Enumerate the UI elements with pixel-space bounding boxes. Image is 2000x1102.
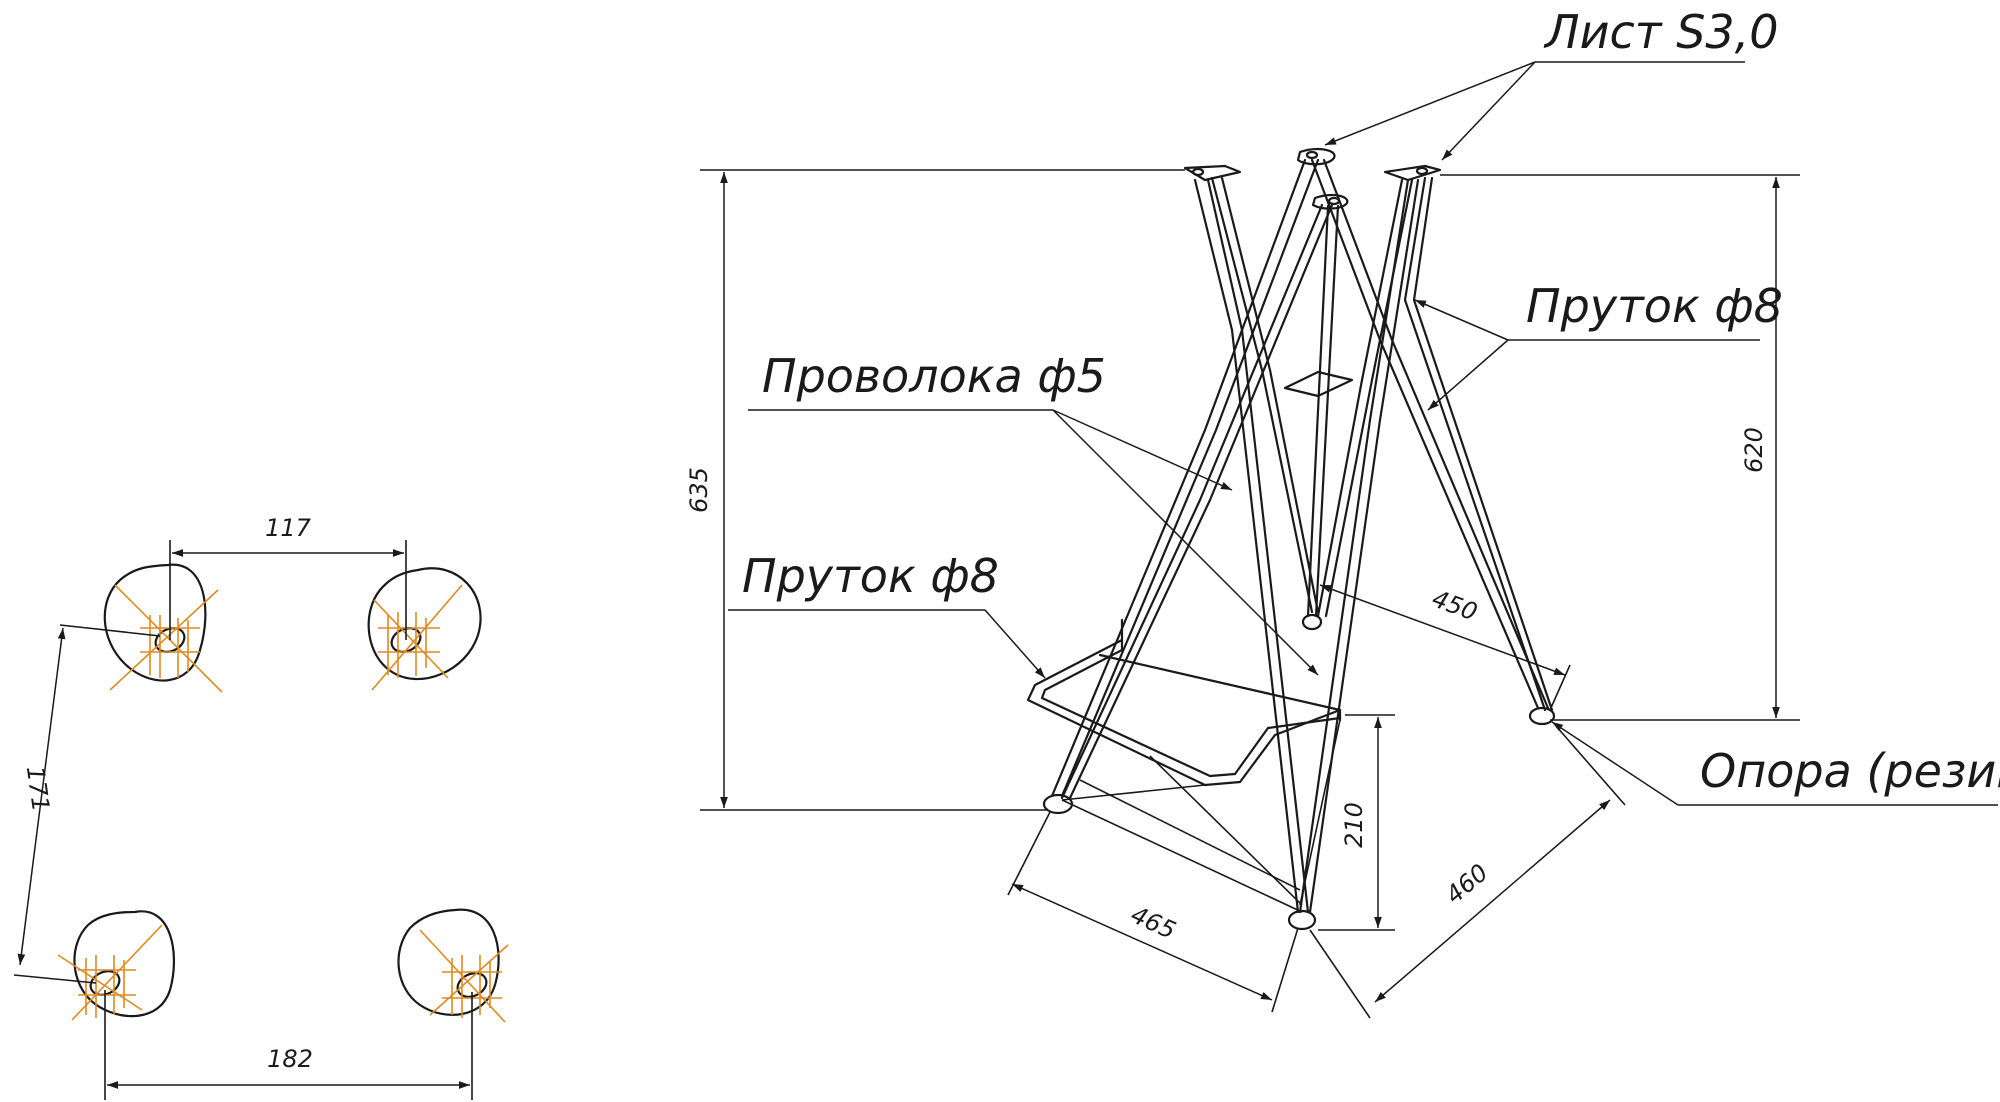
callout-foot: Опора (резина) <box>1551 721 2000 806</box>
foot-plate-bottom-left <box>57 910 176 1021</box>
center-square <box>1283 370 1354 398</box>
rubber-foot-left <box>1042 793 1074 815</box>
dim-620: 620 <box>1740 427 1768 473</box>
foot-plate-top-left <box>103 563 223 693</box>
dim-635: 635 <box>685 467 713 513</box>
callout-wire: Проволока ф5 <box>748 349 1319 676</box>
top-plate-back <box>1311 194 1349 210</box>
dim-117: 117 <box>265 514 312 542</box>
rubber-foot-front <box>1287 909 1317 931</box>
label-wire: Проволока ф5 <box>762 349 1106 403</box>
dim-210: 210 <box>1340 802 1368 848</box>
label-sheet: Лист S3,0 <box>1543 5 1779 59</box>
label-rod-ring: Пруток ф8 <box>742 549 999 603</box>
dim-460: 460 <box>1440 858 1493 909</box>
foot-plate-bottom-right <box>397 908 509 1023</box>
rubber-foot-right <box>1528 706 1556 726</box>
label-rod-top: Пруток ф8 <box>1526 279 1783 333</box>
callout-rod-ring: Пруток ф8 <box>728 549 1046 679</box>
dim-450: 450 <box>1428 584 1481 626</box>
dim-line-450 <box>1319 584 1566 676</box>
callout-sheet: Лист S3,0 <box>1324 5 1779 161</box>
leg-rods <box>1050 158 1554 914</box>
wire-bracing <box>1061 719 1341 913</box>
dim-line-171 <box>17 627 66 966</box>
dim-line-465 <box>1011 883 1273 1001</box>
dim-182: 182 <box>267 1045 313 1073</box>
dim-171: 171 <box>21 764 55 813</box>
rubber-foot-back <box>1301 613 1323 631</box>
label-foot: Опора (резина) <box>1700 744 2000 798</box>
frame-view: 635 620 450 210 465 460 Лист S3,0 <box>685 5 2000 1019</box>
plan-view: 117 171 182 <box>13 514 509 1100</box>
top-plate-right <box>1383 164 1442 182</box>
callout-rod-top: Пруток ф8 <box>1414 279 1783 411</box>
foot-plate-top-right <box>367 567 482 691</box>
dim-line-460 <box>1374 799 1611 1003</box>
ring-rod <box>1026 618 1342 787</box>
